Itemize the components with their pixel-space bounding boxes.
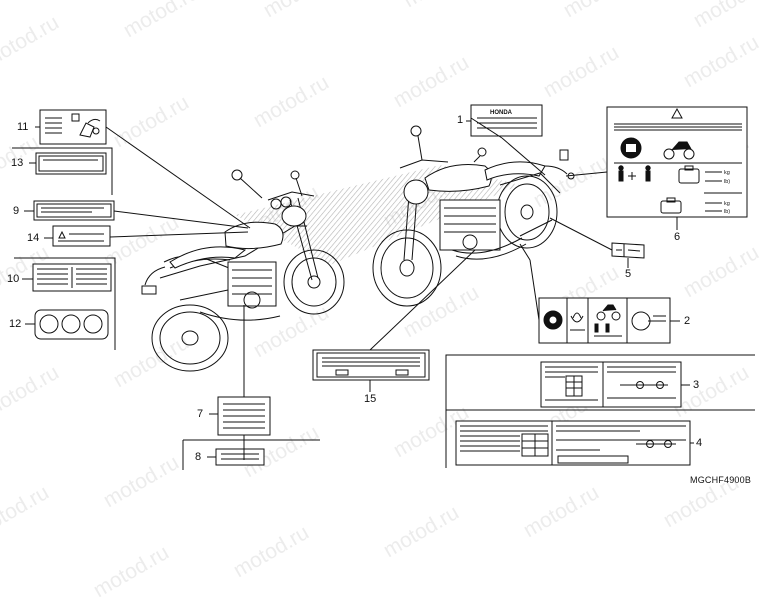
label-5 — [611, 242, 645, 259]
callout-7: 7 — [197, 408, 204, 420]
label-6-kg2: kg — [724, 201, 730, 207]
label-15 — [312, 349, 430, 381]
label-14 — [52, 225, 111, 247]
callout-13: 13 — [11, 157, 24, 169]
motorcycle-right — [372, 125, 575, 307]
honda-logo-text: HONDA — [490, 110, 513, 116]
callout-1: 1 — [457, 114, 464, 126]
label-4 — [455, 420, 691, 466]
callout-3: 3 — [693, 379, 700, 391]
callout-6: 6 — [674, 231, 681, 243]
label-3 — [540, 361, 682, 408]
callout-ticks — [22, 120, 694, 458]
callout-2: 2 — [684, 315, 691, 327]
callout-11: 11 — [17, 121, 29, 133]
label-12 — [34, 309, 109, 340]
section-dividers — [12, 147, 755, 470]
label-1 — [470, 104, 543, 137]
leader-lines — [105, 117, 613, 460]
callout-12: 12 — [9, 318, 22, 330]
label-10 — [32, 263, 112, 292]
callout-8: 8 — [195, 451, 202, 463]
label-6 — [606, 106, 748, 218]
callout-15: 15 — [364, 393, 377, 405]
label-7 — [217, 396, 271, 436]
label-9 — [33, 200, 115, 221]
label-6-kg1: kg — [724, 170, 730, 176]
diagram-svg: HONDA — [12, 104, 755, 470]
diagram-code: MGCHF4900B — [690, 475, 752, 485]
label-11 — [39, 109, 107, 145]
label-8 — [215, 448, 265, 466]
callout-10: 10 — [7, 273, 20, 285]
label-2 — [538, 297, 671, 344]
label-6-lb1: lb) — [724, 179, 730, 185]
label-13 — [35, 152, 107, 175]
label-6-lb2: lb) — [724, 209, 730, 215]
callout-5: 5 — [625, 268, 632, 280]
callout-4: 4 — [696, 437, 703, 449]
callout-9: 9 — [13, 205, 20, 217]
callout-14: 14 — [27, 232, 40, 244]
motorcycle-left — [141, 169, 345, 372]
